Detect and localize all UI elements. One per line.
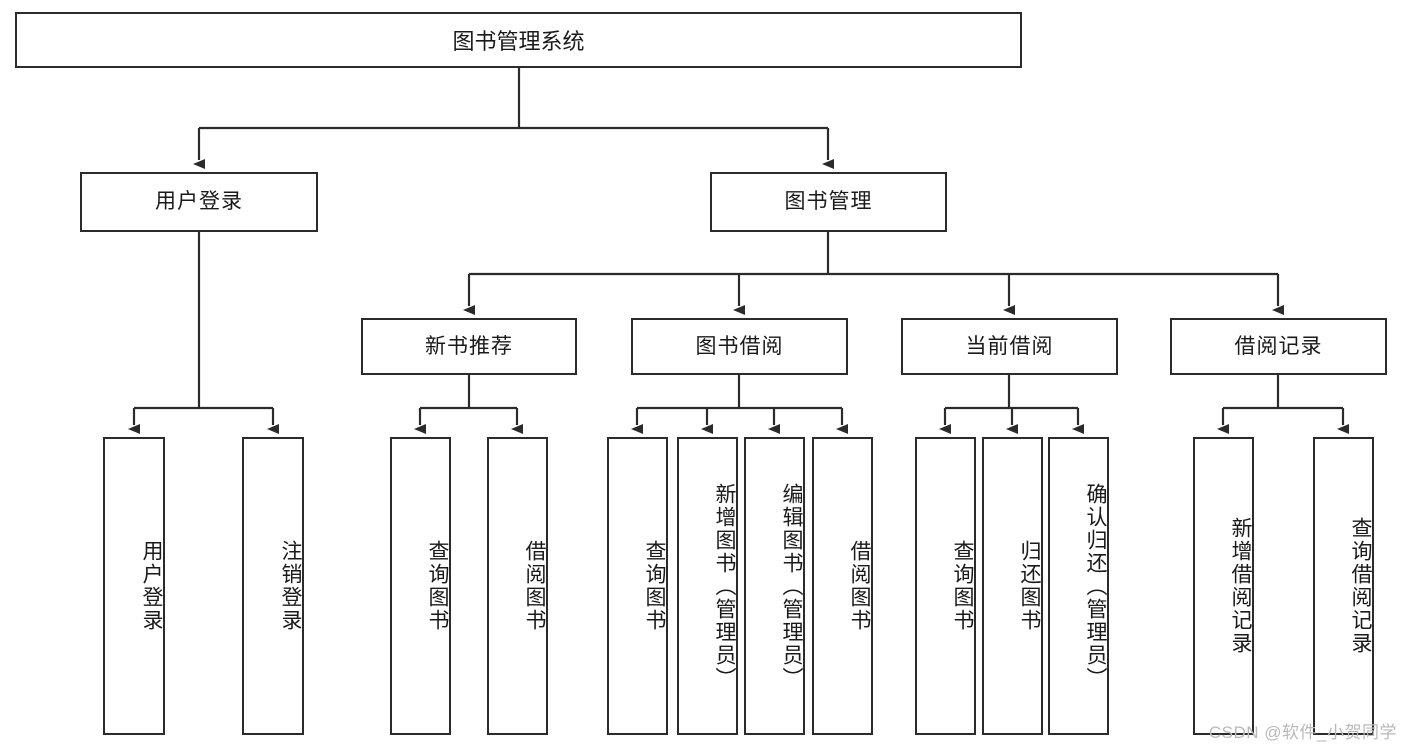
- node-borrow-record[interactable]: 借阅记录: [1170, 318, 1387, 375]
- leaf-borrow-book[interactable]: 借阅图书: [812, 437, 873, 735]
- leaf-query-book-borrow[interactable]: 查询图书: [607, 437, 668, 735]
- node-book-manage[interactable]: 图书管理: [710, 172, 947, 232]
- csdn-watermark: CSDN @软件_小贺同学: [1208, 723, 1397, 742]
- leaf-query-book-recommend[interactable]: 查询图书: [390, 437, 451, 735]
- node-user-login[interactable]: 用户登录: [80, 172, 318, 232]
- node-book-borrow[interactable]: 图书借阅: [631, 318, 848, 375]
- leaf-add-borrow-record[interactable]: 新增借阅记录: [1193, 437, 1254, 735]
- leaf-user-login[interactable]: 用户登录: [103, 437, 165, 735]
- leaf-logout-login[interactable]: 注销登录: [242, 437, 304, 735]
- leaf-confirm-return-admin[interactable]: 确认归还（管理员）: [1048, 437, 1109, 735]
- node-current-borrow[interactable]: 当前借阅: [901, 318, 1118, 375]
- leaf-return-book[interactable]: 归还图书: [982, 437, 1043, 735]
- leaf-query-borrow-record[interactable]: 查询借阅记录: [1313, 437, 1374, 735]
- node-new-book-recommend[interactable]: 新书推荐: [361, 318, 577, 375]
- leaf-add-book-admin[interactable]: 新增图书（管理员）: [677, 437, 738, 735]
- leaf-edit-book-admin[interactable]: 编辑图书（管理员）: [744, 437, 805, 735]
- leaf-query-book-current[interactable]: 查询图书: [915, 437, 976, 735]
- node-root[interactable]: 图书管理系统: [15, 12, 1022, 68]
- leaf-borrow-book-recommend[interactable]: 借阅图书: [487, 437, 548, 735]
